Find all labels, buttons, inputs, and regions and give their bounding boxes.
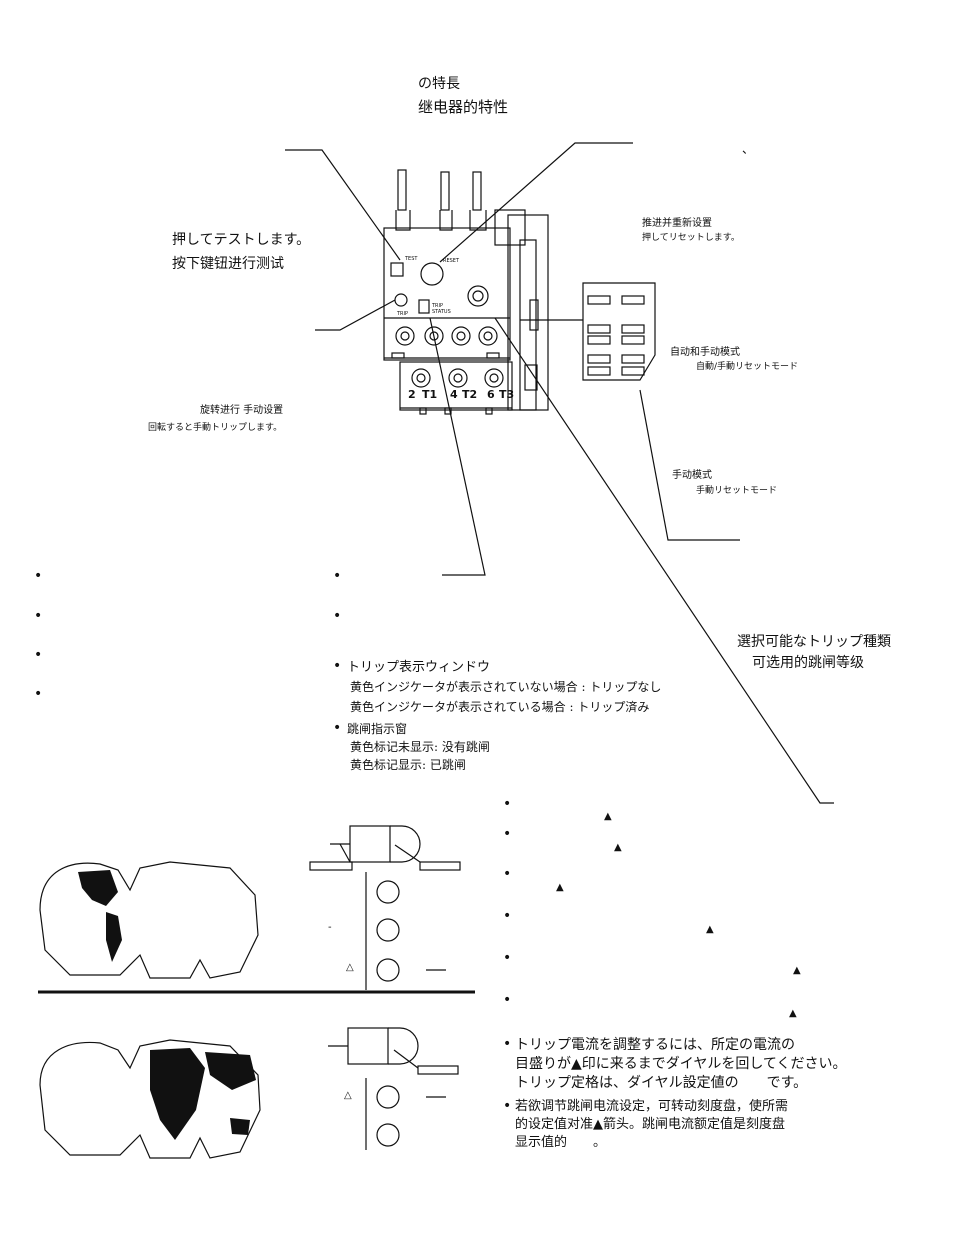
leader-manual <box>639 389 740 541</box>
bullet: • <box>333 608 342 624</box>
trip-window-cn-title: 跳闸指示窗 <box>347 722 408 736</box>
auto-manual-jp: 自動/手動リセットモード <box>696 362 799 372</box>
world-map-americas-outline <box>39 861 259 979</box>
trip-status-label: TRIP STATUS <box>432 303 451 316</box>
trip-window-cn-line1: 黄色标记未显示: 没有跳闸 <box>350 740 490 754</box>
terminal-label: T3 <box>499 388 515 401</box>
adjust-cn-line3: 显示值的 。 <box>515 1135 607 1150</box>
test-label: TEST <box>405 256 418 262</box>
reset-jp: 押してリセットします。 <box>642 233 740 243</box>
title-cn: 继电器的特性 <box>418 98 509 116</box>
north-america-shape <box>78 870 118 906</box>
terminal-label: 4 <box>450 388 458 401</box>
bullet: • <box>503 1036 512 1052</box>
bullet: • <box>34 686 43 702</box>
adjust-cn-line1: 若欲调节跳闸电流设定，可转动刻度盘，使所需 <box>515 1099 789 1114</box>
reset-button-shape <box>420 262 444 286</box>
triangle-mark: ▲ <box>706 924 714 935</box>
trip-label: TRIP <box>397 311 409 317</box>
terminal-label: T1 <box>422 388 438 401</box>
leader-rotate <box>315 299 396 331</box>
leader-trip-window <box>429 317 486 576</box>
trip-window-jp-title: トリップ表示ウィンドウ <box>347 660 491 675</box>
terminal-label: T2 <box>462 388 478 401</box>
trip-window-jp-line2: 黄色インジケータが表示されている場合 : トリップ済み <box>350 700 650 714</box>
bullet: • <box>34 608 43 624</box>
bullet: • <box>503 908 512 924</box>
manual-cn: 手动模式 <box>672 470 712 481</box>
relay-housing <box>383 227 511 361</box>
bullet: • <box>503 1098 512 1114</box>
terminal-label: 2 <box>408 388 416 401</box>
africa-shape <box>150 1048 205 1140</box>
bullet: • <box>503 950 512 966</box>
trip-class-cn: 可选用的跳闸等级 <box>752 655 864 671</box>
leader-trip-class <box>494 317 834 804</box>
rotate-jp: 回転すると手動トリップします。 <box>148 423 283 433</box>
test-cn: 按下键钮进行测试 <box>172 256 284 272</box>
triangle-mark: ▲ <box>789 1008 797 1019</box>
terminal-label: 6 <box>487 388 495 401</box>
leader-reset <box>439 142 633 263</box>
bullet: • <box>503 992 512 1008</box>
world-map-global-outline <box>39 1039 261 1159</box>
bullet: • <box>34 647 43 663</box>
bullet: • <box>34 568 43 584</box>
mode-selector-panel <box>582 282 656 381</box>
adjust-cn-line2: 的设定值对准▲箭头。跳闸电流额定值是刻度盘 <box>515 1117 785 1132</box>
bullet: • <box>503 796 512 812</box>
open-triangle-mark: △ <box>346 962 354 973</box>
adjust-jp-line3: トリップ定格は、ダイヤル設定値の です。 <box>515 1075 808 1091</box>
reset-cn: 推进并重新设置 <box>642 218 712 229</box>
bullet: • <box>333 720 342 736</box>
open-triangle-mark: △ <box>344 1090 352 1101</box>
trip-window-cn-line2: 黄色标记显示: 已跳闸 <box>350 758 466 772</box>
rotate-cn: 旋转进行 手动设置 <box>200 405 284 416</box>
bullet: • <box>333 568 342 584</box>
reset-label: RESET <box>443 258 460 264</box>
triangle-mark: ▲ <box>793 965 801 976</box>
trip-window-jp-line1: 黄色インジケータが表示されていない場合 : トリップなし <box>350 680 662 694</box>
adjust-jp-line2: 目盛りが▲印に来るまでダイヤルを回してください。 <box>515 1056 847 1072</box>
trip-class-jp: 選択可能なトリップ種類 <box>737 634 891 650</box>
triangle-mark: ▲ <box>604 811 612 822</box>
title-jp: の特長 <box>418 76 460 92</box>
bullet: • <box>333 658 342 674</box>
test-jp: 押してテストします。 <box>172 232 311 248</box>
manual-jp: 手動リセットモード <box>696 486 778 496</box>
auto-manual-cn: 自动和手动模式 <box>670 347 740 358</box>
reset-mark: 、 <box>742 142 755 156</box>
leader-test <box>285 149 401 261</box>
adjust-jp-line1: トリップ電流を調整するには、所定の電流の <box>515 1037 795 1053</box>
triangle-mark: ▲ <box>556 882 564 893</box>
dash-mark: - <box>328 922 332 933</box>
triangle-mark: ▲ <box>614 842 622 853</box>
bullet: • <box>503 826 512 842</box>
bullet: • <box>503 866 512 882</box>
